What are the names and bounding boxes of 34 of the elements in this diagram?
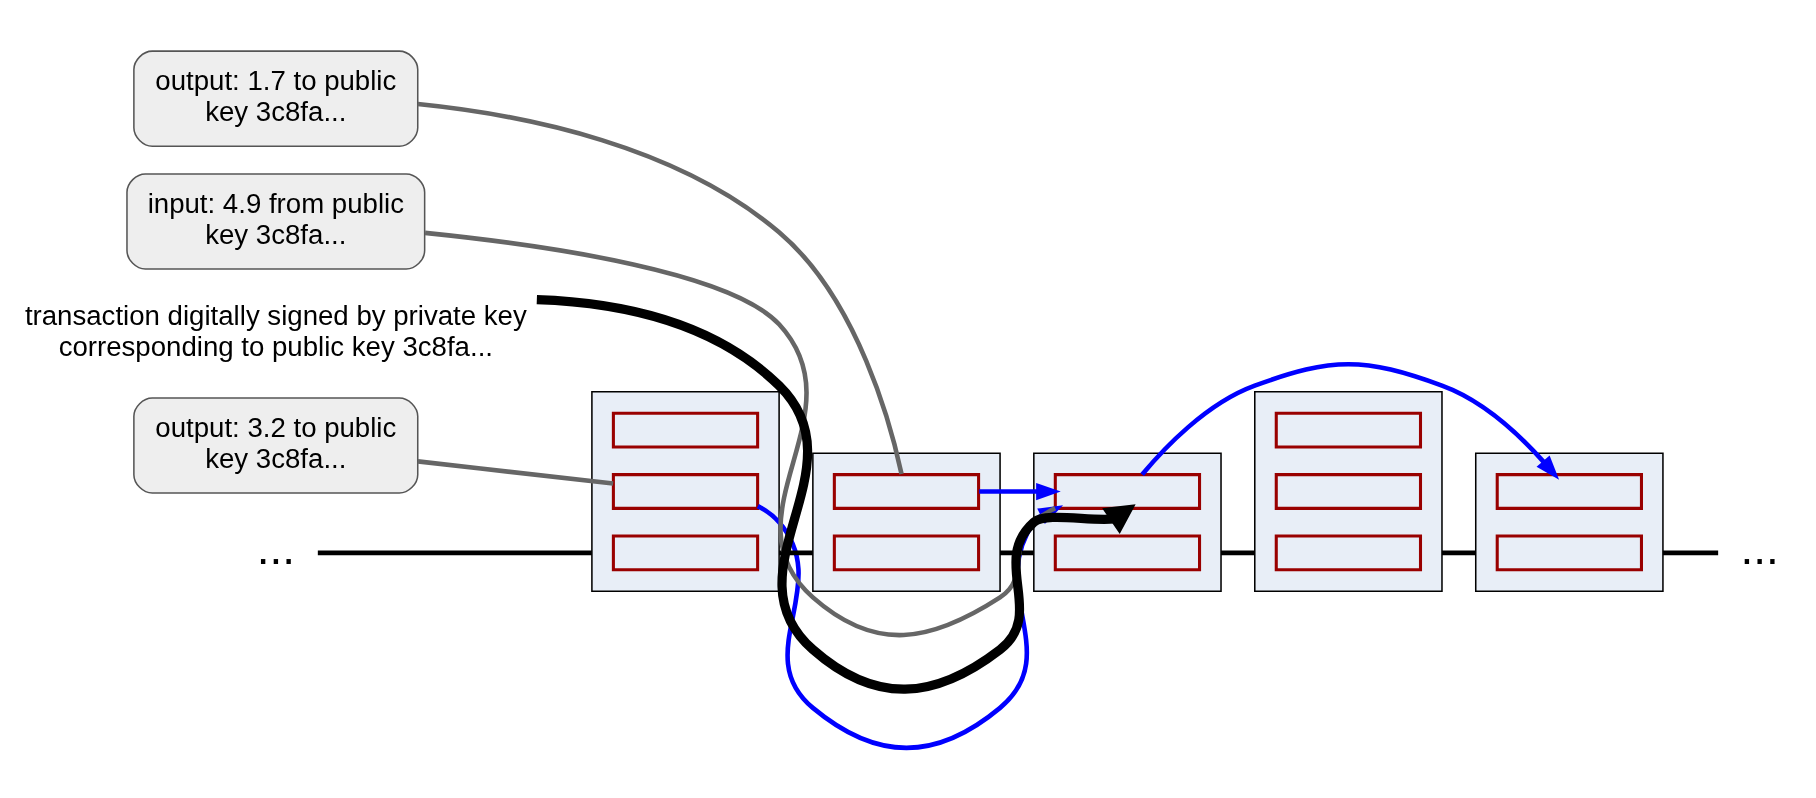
node-box [611, 472, 760, 510]
node-box [1274, 472, 1423, 510]
cluster [1254, 390, 1443, 592]
cluster [591, 390, 780, 592]
arrow [1140, 361, 1560, 480]
connector [1221, 550, 1255, 555]
node-box [1495, 534, 1643, 571]
connector [1442, 550, 1476, 555]
node-box: output: 1.7 to public key 3c8fa... [133, 49, 419, 147]
node-box [611, 534, 760, 571]
connector [1000, 550, 1034, 555]
cluster [1474, 451, 1664, 592]
cluster [812, 451, 1001, 592]
node-box [1053, 472, 1202, 510]
connector [779, 550, 813, 555]
arrow [979, 482, 1061, 500]
connector [417, 101, 904, 475]
label: ... [256, 521, 295, 574]
connector [317, 550, 592, 555]
arrow [536, 294, 1136, 694]
node-box [1053, 534, 1202, 571]
label: ... [1740, 521, 1779, 574]
connector [417, 458, 614, 486]
node-box [1274, 534, 1423, 571]
node-box [1274, 411, 1423, 449]
node-box [611, 411, 760, 449]
node-box [832, 534, 981, 571]
node-box: output: 3.2 to public key 3c8fa... [133, 396, 419, 494]
connector [1662, 550, 1719, 555]
node-box: input: 4.9 from public key 3c8fa... [126, 172, 426, 270]
node-box [1495, 472, 1643, 510]
node-text: transaction digitally signed by private key corresponding to public key 3c8fa... [24, 299, 527, 362]
connector [424, 230, 1057, 637]
node-box [832, 472, 981, 510]
